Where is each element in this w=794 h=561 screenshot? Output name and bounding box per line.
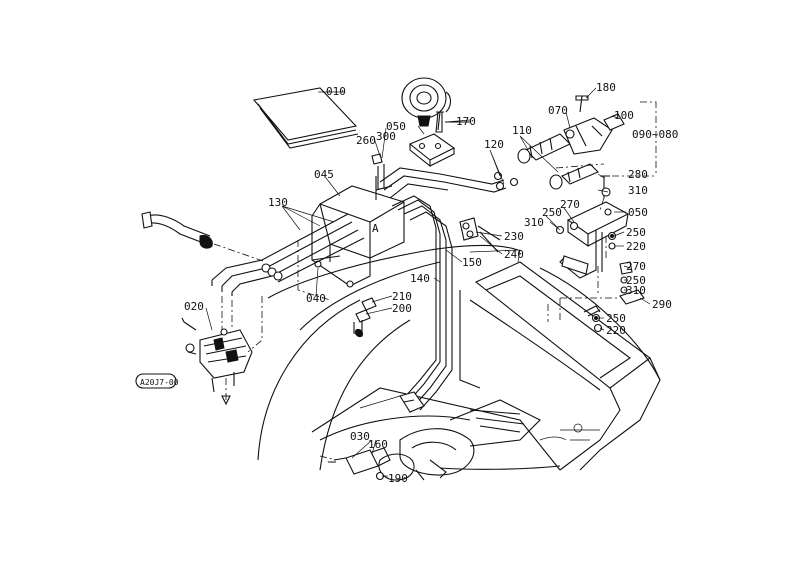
- label-250-d: 250: [606, 312, 626, 325]
- part-number-labels: 010 045 130 020 040 050 300 260 170 180 …: [184, 81, 678, 485]
- label-260: 260: [356, 134, 376, 147]
- control-rods-130: [211, 213, 365, 296]
- label-170: 170: [456, 115, 476, 128]
- label-040: 040: [306, 292, 326, 305]
- label-250-c: 250: [626, 274, 646, 287]
- label-020: 020: [184, 300, 204, 313]
- label-070: 070: [548, 104, 568, 117]
- label-030: 030: [350, 430, 370, 443]
- label-250-a: 250: [542, 206, 562, 219]
- hydraulic-pipes-140-150: [391, 195, 453, 413]
- label-280: 280: [628, 168, 648, 181]
- right-fasteners: [583, 231, 645, 333]
- fender-body-outline: [257, 244, 661, 471]
- bracket-assembly-060: [555, 175, 630, 279]
- label-250-b: 250: [626, 226, 646, 239]
- label-200: 200: [392, 302, 412, 315]
- label-220-a: 220: [626, 240, 646, 253]
- label-160: 160: [368, 438, 388, 451]
- section-mark-a: A: [372, 222, 379, 235]
- label-300: 300: [376, 130, 396, 143]
- drawing-code: A20J7-00: [140, 378, 179, 387]
- label-180: 180: [596, 81, 616, 94]
- reference-dash-lines: [547, 101, 657, 322]
- label-270-a: 270: [560, 198, 580, 211]
- label-050-top: 050: [386, 120, 406, 133]
- drawing-code-badge: A20J7-00: [135, 373, 179, 389]
- top-pipes-120: [375, 167, 519, 200]
- label-090-080: 090~080: [632, 128, 678, 141]
- lever-hose: [141, 211, 267, 263]
- label-290: 290: [652, 298, 672, 311]
- control-valve-020: [181, 296, 263, 406]
- parts-260-300: [371, 153, 393, 191]
- label-140: 140: [410, 272, 430, 285]
- label-120: 120: [484, 138, 504, 151]
- label-190: 190: [388, 472, 408, 485]
- pipe-clamp-230-240: [459, 217, 501, 253]
- label-130: 130: [268, 196, 288, 209]
- label-leaders: [205, 87, 651, 477]
- label-310-b: 310: [524, 216, 544, 229]
- floor-mechanism: [378, 399, 541, 481]
- label-230: 230: [504, 230, 524, 243]
- label-220-b: 220: [606, 324, 626, 337]
- quick-coupler-assembly: [517, 95, 625, 190]
- label-240: 240: [504, 248, 524, 261]
- gauge-assembly: [401, 77, 470, 168]
- label-210: 210: [392, 290, 412, 303]
- bolts-200-210: [353, 297, 377, 337]
- label-310-a: 310: [628, 184, 648, 197]
- label-100: 100: [614, 109, 634, 122]
- bracket-040: [297, 240, 331, 301]
- label-150: 150: [462, 256, 482, 269]
- label-060: 050: [628, 206, 648, 219]
- label-010: 010: [326, 85, 346, 98]
- label-310-c: 310: [626, 284, 646, 297]
- label-045: 045: [314, 168, 334, 181]
- label-270-b: 270: [626, 260, 646, 273]
- label-110: 110: [512, 124, 532, 137]
